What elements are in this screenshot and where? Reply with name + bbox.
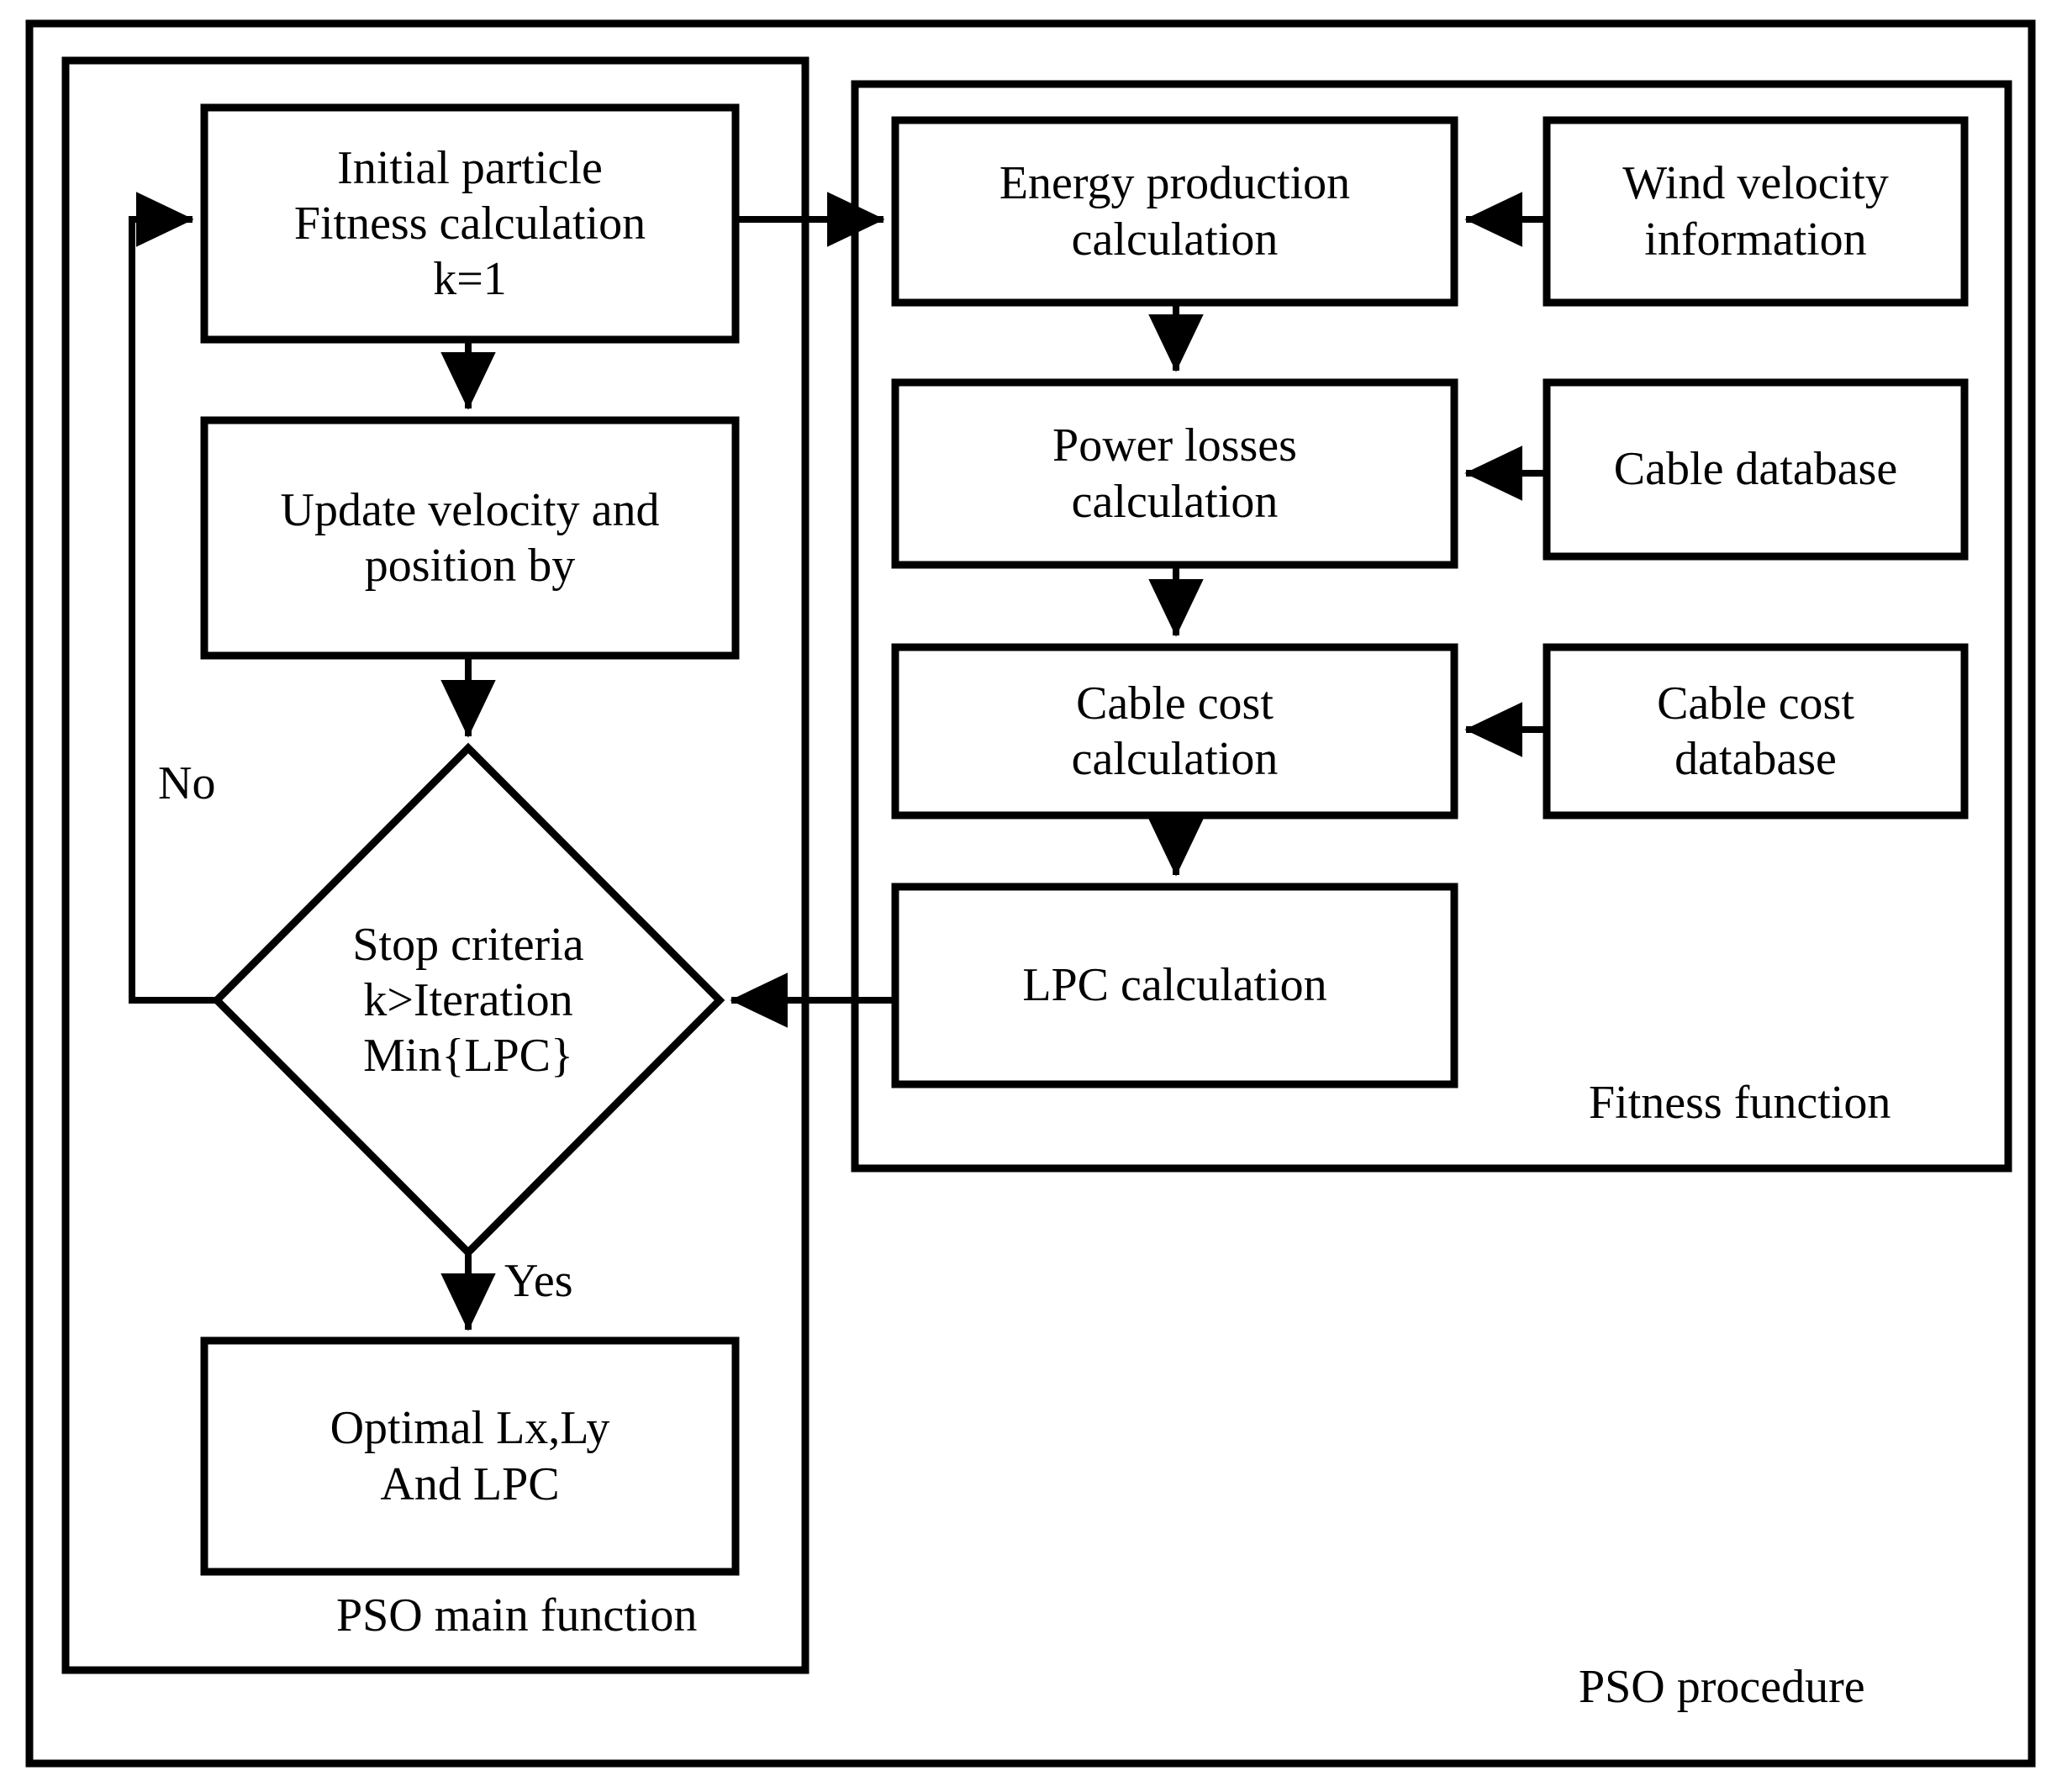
edge-label-no: No [158, 757, 216, 809]
edge-stop-no-feedback [129, 192, 217, 1004]
node-initial-particle [200, 103, 740, 344]
caption-pso-procedure: PSO procedure [1579, 1661, 1865, 1713]
node-cable-cost-database [1543, 643, 1969, 820]
node-stop-criteria [211, 742, 725, 1258]
node-update-velocity [200, 416, 740, 660]
node-cable-cost-calculation [891, 643, 1458, 820]
container-fitness-function [851, 80, 2012, 1173]
node-wind-velocity [1543, 116, 1969, 307]
caption-fitness-function: Fitness function [1589, 1077, 1891, 1129]
node-power-losses [891, 378, 1458, 569]
node-cable-database [1543, 378, 1969, 561]
caption-pso-main-function: PSO main function [336, 1589, 698, 1642]
node-lpc-calculation [891, 883, 1458, 1088]
edge-label-yes: Yes [504, 1255, 573, 1307]
container-pso-main-function [61, 56, 810, 1674]
node-energy-production [891, 116, 1458, 307]
container-pso-procedure [25, 19, 2036, 1768]
node-optimal-result [200, 1336, 740, 1576]
